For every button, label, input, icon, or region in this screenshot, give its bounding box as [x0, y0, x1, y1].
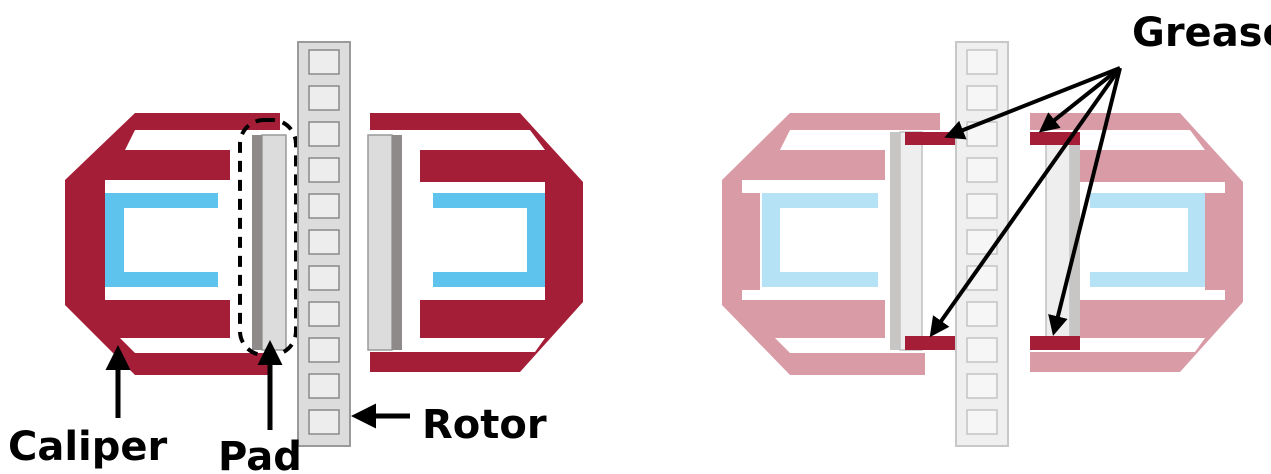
- right-caliper-gap-bottom: [400, 338, 525, 352]
- left-caliper-cavity-top: [105, 180, 230, 193]
- faded-rotor-cell: [966, 301, 998, 327]
- rotor-label: Rotor: [422, 402, 547, 448]
- grease-arrow-bottom-left: [929, 66, 1122, 338]
- faded-right-cavity-bottom: [1080, 290, 1225, 300]
- right-piston: [433, 193, 545, 287]
- left-pad-friction: [261, 134, 287, 351]
- faded-left-caliper-body: [722, 113, 940, 375]
- faded-left-piston: [762, 193, 878, 287]
- faded-left-gap-bottom: [790, 338, 890, 353]
- faded-rotor-cell: [966, 157, 998, 183]
- right-caliper: [367, 113, 583, 372]
- faded-rotor-cell: [966, 49, 998, 75]
- grease-bottom-right: [1030, 336, 1080, 350]
- faded-right-caliper-body: [1030, 113, 1243, 372]
- grease-top-left: [905, 132, 955, 145]
- faded-rotor: [955, 41, 1009, 447]
- grease-arrows: [929, 66, 1122, 338]
- rotor-cell: [308, 85, 340, 111]
- faded-right-gap-bottom: [1062, 338, 1185, 352]
- faded-rotor-cells: [966, 49, 998, 435]
- left-caliper-gap-bottom: [135, 338, 235, 353]
- right-caliper-body: [370, 113, 583, 372]
- faded-right-cavity-top: [1080, 182, 1225, 193]
- rotor-cell: [308, 337, 340, 363]
- faded-right-gap-top: [1062, 130, 1180, 150]
- grease-label: Grease: [1132, 10, 1271, 56]
- faded-left-cavity-bottom: [742, 290, 885, 300]
- rotor-cell: [308, 301, 340, 327]
- left-pad-backing: [252, 135, 262, 350]
- faded-right-piston: [1090, 193, 1205, 287]
- grease-arrow-bottom-right: [1048, 67, 1122, 336]
- brake-grease-diagram: Grease: [722, 10, 1271, 447]
- rotor-cell: [308, 265, 340, 291]
- grease-bottom-left: [905, 336, 955, 350]
- faded-left-gap-top: [790, 130, 890, 150]
- rotor-cell: [308, 157, 340, 183]
- left-caliper-body: [65, 113, 280, 375]
- right-caliper-cavity-top: [420, 182, 545, 193]
- rotor-cell: [308, 229, 340, 255]
- left-caliper-cavity-bottom: [105, 290, 230, 300]
- caliper-label: Caliper: [8, 424, 168, 470]
- rotor: [297, 41, 351, 447]
- left-caliper-gap-top: [135, 130, 235, 150]
- grease-arrow-top-right: [1038, 66, 1122, 133]
- faded-rotor-cell: [966, 193, 998, 219]
- faded-rotor-cell: [966, 337, 998, 363]
- right-pad-friction: [367, 134, 393, 351]
- faded-rotor-cell: [966, 85, 998, 111]
- rotor-cells: [308, 49, 340, 435]
- left-piston: [105, 193, 218, 287]
- faded-rotor-cell: [966, 409, 998, 435]
- right-caliper-cavity-bottom: [420, 290, 545, 300]
- right-caliper-gap-top: [400, 130, 520, 150]
- pad-label: Pad: [218, 434, 302, 474]
- faded-rotor-cell: [966, 373, 998, 399]
- right-pad-backing: [392, 135, 402, 350]
- rotor-cell: [308, 409, 340, 435]
- faded-left-pad-backing: [890, 132, 900, 350]
- left-caliper: [65, 113, 298, 375]
- faded-left-cavity-top: [742, 180, 885, 193]
- faded-left-pad-friction: [899, 131, 923, 351]
- rotor-cell: [308, 121, 340, 147]
- faded-left-caliper: [722, 113, 940, 375]
- rotor-cell: [308, 49, 340, 75]
- rotor-cell: [308, 193, 340, 219]
- grease-arrow-top-left: [944, 66, 1121, 140]
- rotor-cell: [308, 373, 340, 399]
- brake-caliper-diagram: Caliper Pad Rotor: [8, 41, 583, 474]
